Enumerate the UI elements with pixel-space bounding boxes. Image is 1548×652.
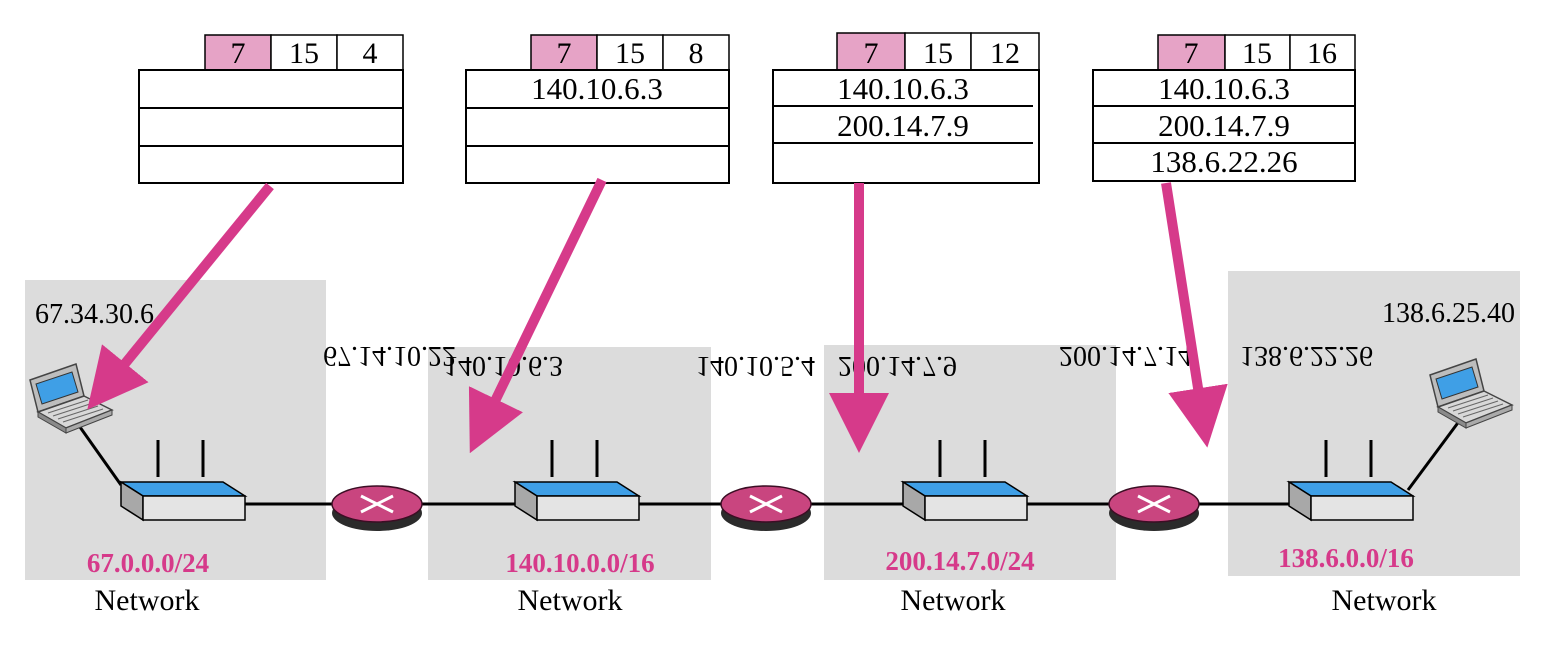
header-cell xyxy=(270,34,338,71)
network-backgrounds xyxy=(25,271,1520,580)
header-pointer: 16 xyxy=(1307,37,1337,70)
address-list-box xyxy=(138,69,404,184)
router-icon xyxy=(330,484,424,533)
header-pointer: 4 xyxy=(363,37,378,70)
header-length: 15 xyxy=(923,37,953,70)
address-entry: 200.14.7.9 xyxy=(1158,108,1290,143)
address-entry: 140.10.6.3 xyxy=(531,71,663,106)
router-icon xyxy=(1107,484,1201,533)
interface-ip-200-14-7-14: 200.14.7.14 xyxy=(1059,340,1192,371)
interface-ip-67-14-10-22: 67.14.10.22 xyxy=(323,340,456,371)
network-label-3: Network xyxy=(901,584,1006,617)
network-labels: 67.0.0.0/24 Network 140.10.0.0/16 Networ… xyxy=(87,543,1437,617)
address-entry: 138.6.22.26 xyxy=(1150,144,1297,179)
network-prefix-4: 138.6.0.0/16 xyxy=(1278,543,1414,573)
network-region-2 xyxy=(428,347,711,580)
arrow-packet-4 xyxy=(1161,182,1228,448)
source-host-ip: 67.34.30.6 xyxy=(35,299,154,330)
header-cell-highlight xyxy=(530,34,598,71)
header-length: 15 xyxy=(615,37,645,70)
header-pointer: 12 xyxy=(990,37,1020,70)
address-list-box xyxy=(465,69,730,184)
destination-host-ip: 138.6.25.40 xyxy=(1382,298,1515,329)
address-entry: 200.14.7.9 xyxy=(837,108,969,143)
address-list-box xyxy=(1092,69,1356,182)
address-list-box xyxy=(772,69,1040,184)
packet-2: 7 15 8 140.10.6.3 xyxy=(465,34,730,184)
network-region-1 xyxy=(25,280,326,580)
interface-ip-140-10-5-4: 140.10.5.4 xyxy=(696,350,815,381)
packet-3: 7 15 12 140.10.6.3 200.14.7.9 xyxy=(772,32,1040,184)
arrow-packet-2 xyxy=(468,177,607,454)
network-label-4: Network xyxy=(1332,584,1437,617)
address-entry: 140.10.6.3 xyxy=(1158,71,1290,106)
packet-arrows xyxy=(87,177,1228,454)
header-type: 7 xyxy=(864,37,879,70)
address-entry: 140.10.6.3 xyxy=(837,71,969,106)
header-cell xyxy=(1289,34,1356,71)
header-cell-highlight xyxy=(836,32,906,71)
header-cell xyxy=(596,34,664,71)
network-prefix-3: 200.14.7.0/24 xyxy=(885,546,1034,576)
header-type: 7 xyxy=(557,37,572,70)
router-icon xyxy=(719,484,813,533)
header-cell-highlight xyxy=(204,34,272,71)
header-length: 15 xyxy=(1242,37,1272,70)
host-addresses: 67.34.30.6 138.6.25.40 xyxy=(35,298,1515,330)
network-region-3 xyxy=(824,345,1116,580)
packet-4: 7 15 16 140.10.6.3 200.14.7.9 138.6.22.2… xyxy=(1092,34,1356,182)
interface-ip-138-6-22-26: 138.6.22.26 xyxy=(1240,340,1373,371)
network-links xyxy=(73,419,1462,506)
network-label-1: Network xyxy=(95,584,200,617)
header-type: 7 xyxy=(231,37,246,70)
header-length: 15 xyxy=(289,37,319,70)
arrow-packet-1 xyxy=(87,182,274,410)
network-prefix-1: 67.0.0.0/24 xyxy=(87,548,209,578)
header-cell xyxy=(336,34,404,71)
header-type: 7 xyxy=(1184,37,1199,70)
header-cell xyxy=(662,34,730,71)
network-prefix-2: 140.10.0.0/16 xyxy=(505,548,654,578)
packet-1: 7 15 4 xyxy=(138,34,404,184)
network-label-2: Network xyxy=(518,584,623,617)
header-pointer: 8 xyxy=(689,37,704,70)
interface-addresses: 67.14.10.22 140.10.6.3 140.10.5.4 200.14… xyxy=(323,340,1373,381)
